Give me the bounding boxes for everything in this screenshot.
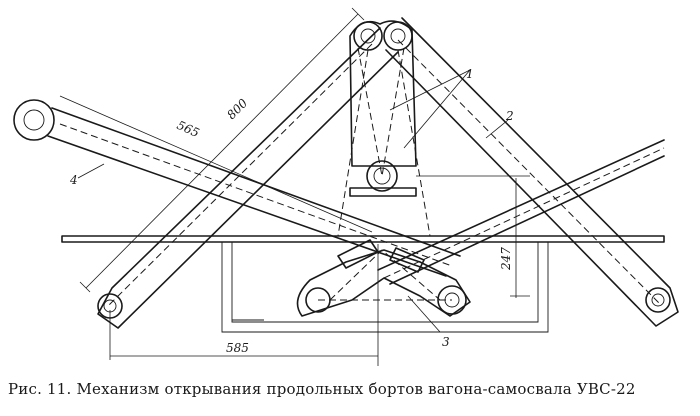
- label-dim-565: 565: [175, 118, 202, 140]
- label-part-1: 1: [466, 67, 474, 81]
- label-dim-800: 800: [224, 96, 250, 122]
- label-dim-585: 585: [226, 341, 249, 355]
- wagon-frame: [61, 235, 665, 333]
- dimension-lines: [59, 7, 530, 360]
- label-part-2: 2: [505, 109, 514, 123]
- label-dim-247: 247: [499, 247, 513, 271]
- lever-2: [97, 17, 679, 329]
- label-part-4: 4: [69, 173, 78, 187]
- mechanism-drawing: 1 2 3 4 800 565 585 247: [13, 7, 679, 366]
- label-part-3: 3: [442, 335, 450, 349]
- central-hanger: [337, 20, 431, 237]
- figure-caption: Рис. 11. Механизм открывания продольных …: [8, 380, 636, 398]
- lower-linkage: [296, 239, 471, 366]
- leader-lines: [77, 69, 509, 333]
- side-arm-right: [377, 139, 665, 285]
